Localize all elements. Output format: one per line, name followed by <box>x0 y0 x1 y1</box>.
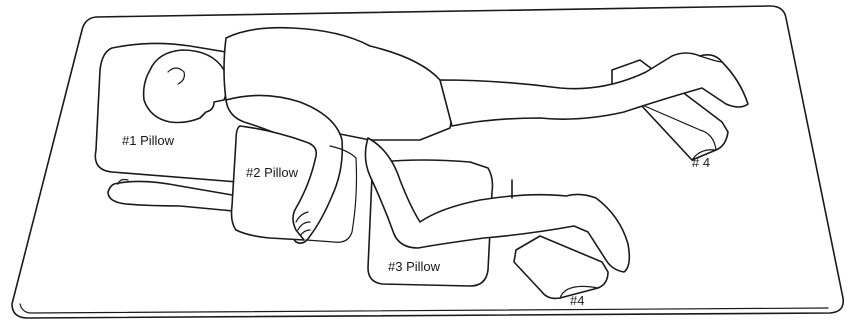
roll-4-upper-label: # 4 <box>692 156 710 169</box>
roll-4-lower <box>514 236 608 298</box>
pillow-2-label: #2 Pillow <box>246 166 298 179</box>
pillow-1-label: #1 Pillow <box>122 134 174 147</box>
pillow-3-label: #3 Pillow <box>388 260 440 273</box>
roll-4-lower-label: #4 <box>570 294 584 307</box>
